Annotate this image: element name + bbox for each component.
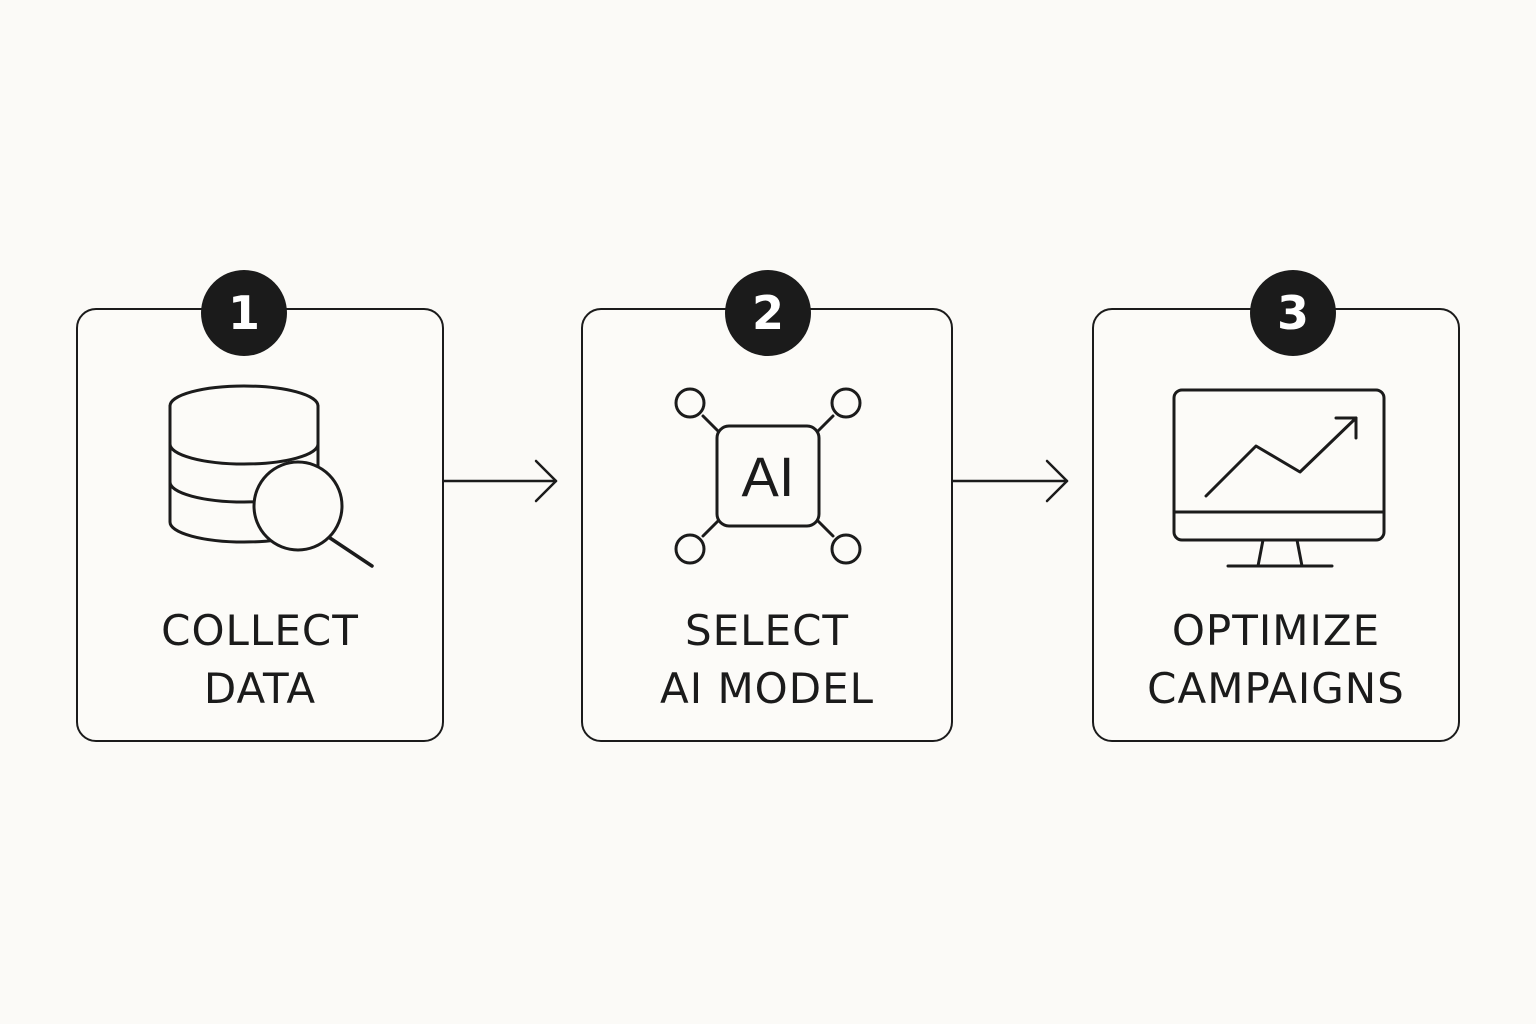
step-1-label-line-2: DATA <box>203 664 317 713</box>
ai-chip-text: AI <box>742 445 795 508</box>
ai-chip-icon: AI <box>674 387 862 565</box>
step-2-label: SELECT AI MODEL <box>581 602 953 718</box>
arrow-right-icon <box>951 459 1069 503</box>
step-3-label-line-1: OPTIMIZE <box>1171 606 1381 655</box>
step-1-label-line-1: COLLECT <box>161 606 359 655</box>
step-2-label-line-1: SELECT <box>684 606 850 655</box>
step-1-number-badge: 1 <box>201 270 287 356</box>
step-3-number-badge: 3 <box>1250 270 1336 356</box>
step-1-label: COLLECT DATA <box>76 602 444 718</box>
step-3-label: OPTIMIZE CAMPAIGNS <box>1092 602 1460 718</box>
arrow-right-icon <box>442 459 558 503</box>
step-2-number-badge: 2 <box>725 270 811 356</box>
monitor-growth-chart-icon <box>1172 388 1386 568</box>
step-2-label-line-2: AI MODEL <box>659 664 875 713</box>
step-3-label-line-2: CAMPAIGNS <box>1147 664 1405 713</box>
database-search-icon <box>168 384 374 568</box>
